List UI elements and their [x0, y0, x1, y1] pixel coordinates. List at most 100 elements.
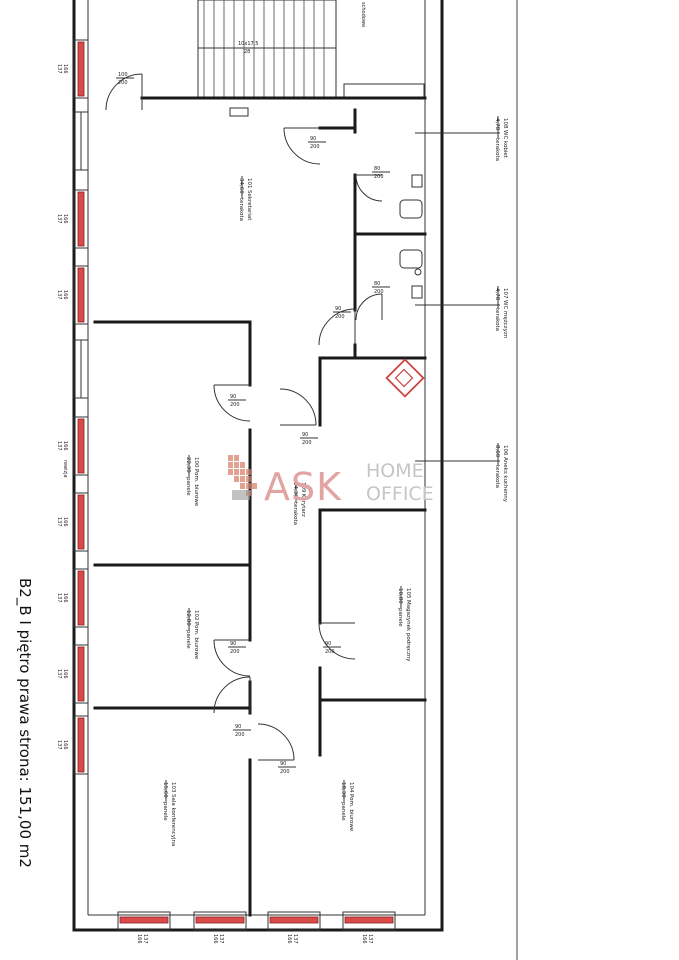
logo-pixel	[228, 462, 233, 468]
window-width-label: 137	[142, 934, 148, 944]
door-swing-arc	[283, 127, 321, 165]
door-swing-arc	[318, 622, 356, 660]
window-width-label: 137	[56, 290, 62, 300]
room-area: 14,30	[292, 482, 298, 498]
logo-pixel	[240, 469, 245, 475]
logo-pixel	[252, 483, 257, 489]
room-name: Korytarz	[300, 494, 306, 517]
window-width-label: 137	[56, 593, 62, 603]
doors: 1002009020080200802009020090200902009020…	[105, 72, 390, 775]
window-glass	[344, 916, 394, 924]
window-width-label: 137	[56, 64, 62, 74]
window-height-label: 166	[62, 740, 68, 750]
door-height-label: 200	[280, 769, 290, 775]
logo-pixel	[228, 469, 233, 475]
room-area: 22,30	[185, 457, 191, 473]
room-area: 4,78	[494, 118, 500, 131]
staircase: 10x17.5 28 schodowa	[197, 0, 425, 117]
room-id: 104	[348, 782, 354, 793]
window-frame	[73, 492, 89, 552]
room-name: WC kobiet	[502, 130, 508, 159]
logo-pixel-icon	[228, 455, 257, 500]
window-height-label: 166	[62, 593, 68, 603]
logo-pixel	[240, 476, 245, 482]
door-height-label: 200	[374, 289, 384, 295]
door-height-label: 200	[310, 144, 320, 150]
room-floor: terakota	[494, 465, 500, 488]
window-left-plain	[73, 111, 89, 171]
window-width-label: 137	[56, 740, 62, 750]
window-frame	[73, 189, 89, 249]
room-id: 102	[193, 610, 199, 621]
door-height-label: 200	[374, 174, 384, 180]
door-width-label: 90	[280, 761, 286, 767]
room-floor: panele	[185, 477, 191, 496]
window-height-label: 166	[286, 934, 292, 944]
door-width-label: 80	[374, 281, 380, 287]
window-glass	[77, 41, 85, 97]
logo-pixel	[234, 462, 239, 468]
window-height-label: 166	[62, 290, 68, 300]
door-height-label: 200	[230, 649, 240, 655]
logo-pixel	[246, 483, 251, 489]
window-glass	[119, 916, 169, 924]
sink-icon	[385, 358, 425, 398]
room-floor: panele	[340, 802, 346, 821]
window-height-label: 166	[212, 934, 218, 944]
window-frame	[73, 644, 89, 704]
room-floor: panele	[397, 608, 403, 627]
window-height-label: 166	[62, 517, 68, 527]
window-glass	[77, 494, 85, 550]
window-width-label: 137	[56, 517, 62, 527]
room-floor: panele	[162, 802, 168, 821]
door-height-label: 200	[302, 440, 312, 446]
logo-line1: HOME	[366, 460, 424, 482]
window-glass	[195, 916, 245, 924]
room-name: Magazynek podręczny	[405, 600, 411, 662]
window-glass	[77, 191, 85, 247]
window-width-label: 137	[56, 669, 62, 679]
logo-line2: OFFICE	[366, 483, 434, 505]
door-height-label: 200	[335, 314, 345, 320]
logo: ASK HOME OFFICE	[228, 455, 434, 509]
door-width-label: 90	[325, 641, 331, 647]
door-swing-arc	[213, 676, 251, 714]
window-height-label: 166	[62, 64, 68, 74]
door-height-label: 200	[230, 402, 240, 408]
window-glass	[77, 717, 85, 773]
window-frame	[73, 416, 89, 476]
door-width-label: 80	[374, 166, 380, 172]
door-height-label: 200	[118, 80, 128, 86]
logo-pixel-base	[232, 490, 250, 500]
room-id: 100	[193, 457, 199, 468]
stair-label: schodowa	[360, 2, 366, 27]
window-frame	[117, 911, 171, 931]
window-glass	[77, 267, 85, 323]
window-frame	[73, 39, 89, 99]
door-swing-arc	[213, 639, 251, 677]
room-id: 109	[300, 482, 306, 493]
room-floor: terakota	[292, 502, 298, 525]
room-area: 15,60	[162, 782, 168, 798]
window-width-label: 137	[367, 934, 373, 944]
room-floor: terakota	[494, 308, 500, 331]
window-width-label: 137	[56, 441, 62, 451]
room-floor: terakota	[238, 198, 244, 221]
room-name: Aneks kuchenny	[502, 457, 508, 503]
